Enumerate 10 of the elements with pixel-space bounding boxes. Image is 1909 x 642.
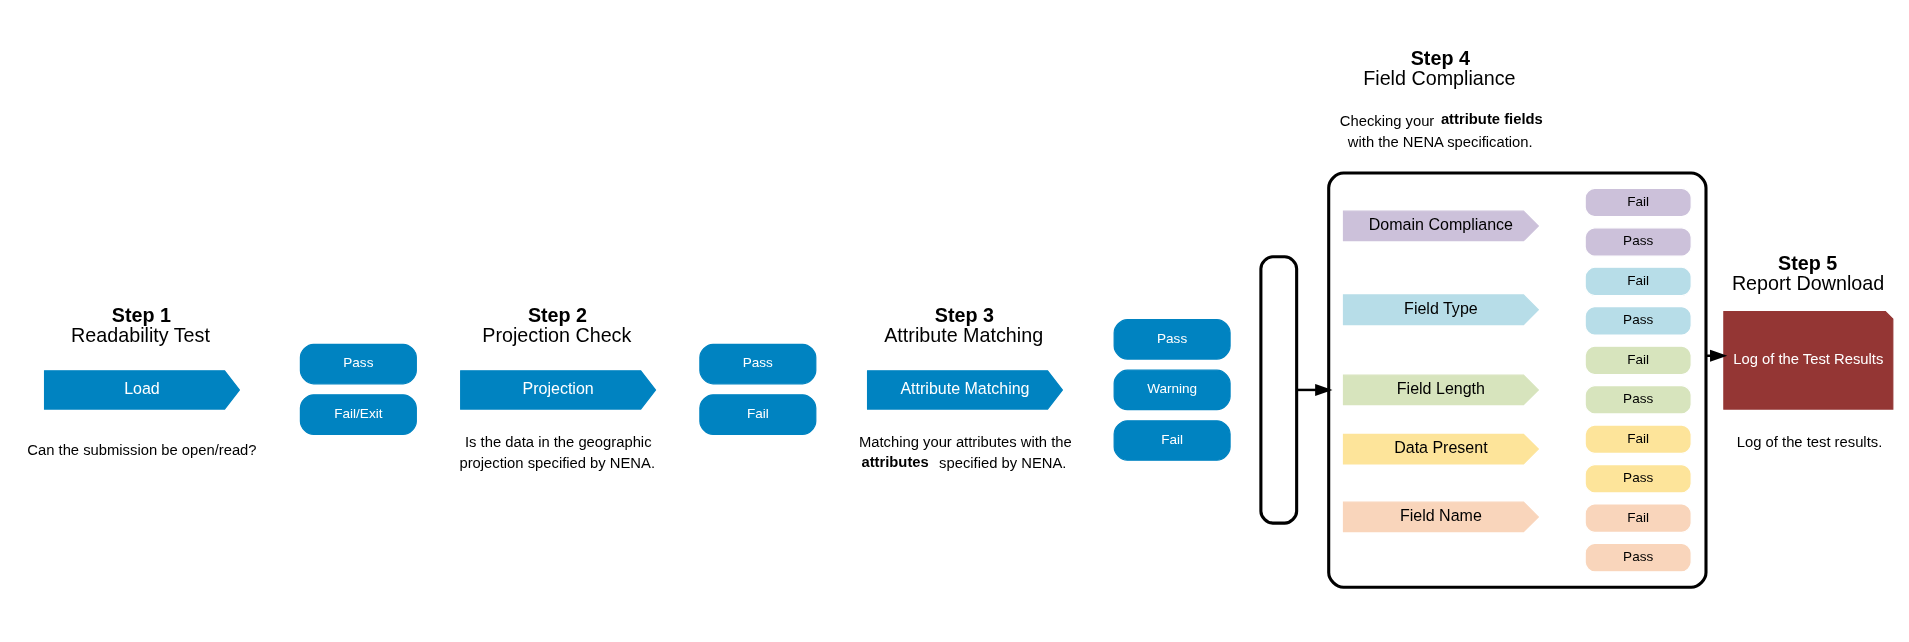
- label: Step 4: [1410, 46, 1470, 69]
- label: Log of the test results.: [1736, 433, 1883, 450]
- label: Matching your attributes with the attributes specified by NENA.: [858, 433, 1072, 471]
- label: Step 3: [934, 303, 994, 326]
- label: Step 5: [1778, 251, 1838, 274]
- label: Is the data in the geographic projection specified by NENA.: [459, 433, 656, 471]
- label: Step 1: [111, 303, 171, 326]
- label: Can the submission be open/read?: [27, 441, 257, 458]
- label: Checking your attribute fields with the NENA specification.: [1339, 110, 1543, 150]
- label: Step 2: [527, 303, 588, 326]
